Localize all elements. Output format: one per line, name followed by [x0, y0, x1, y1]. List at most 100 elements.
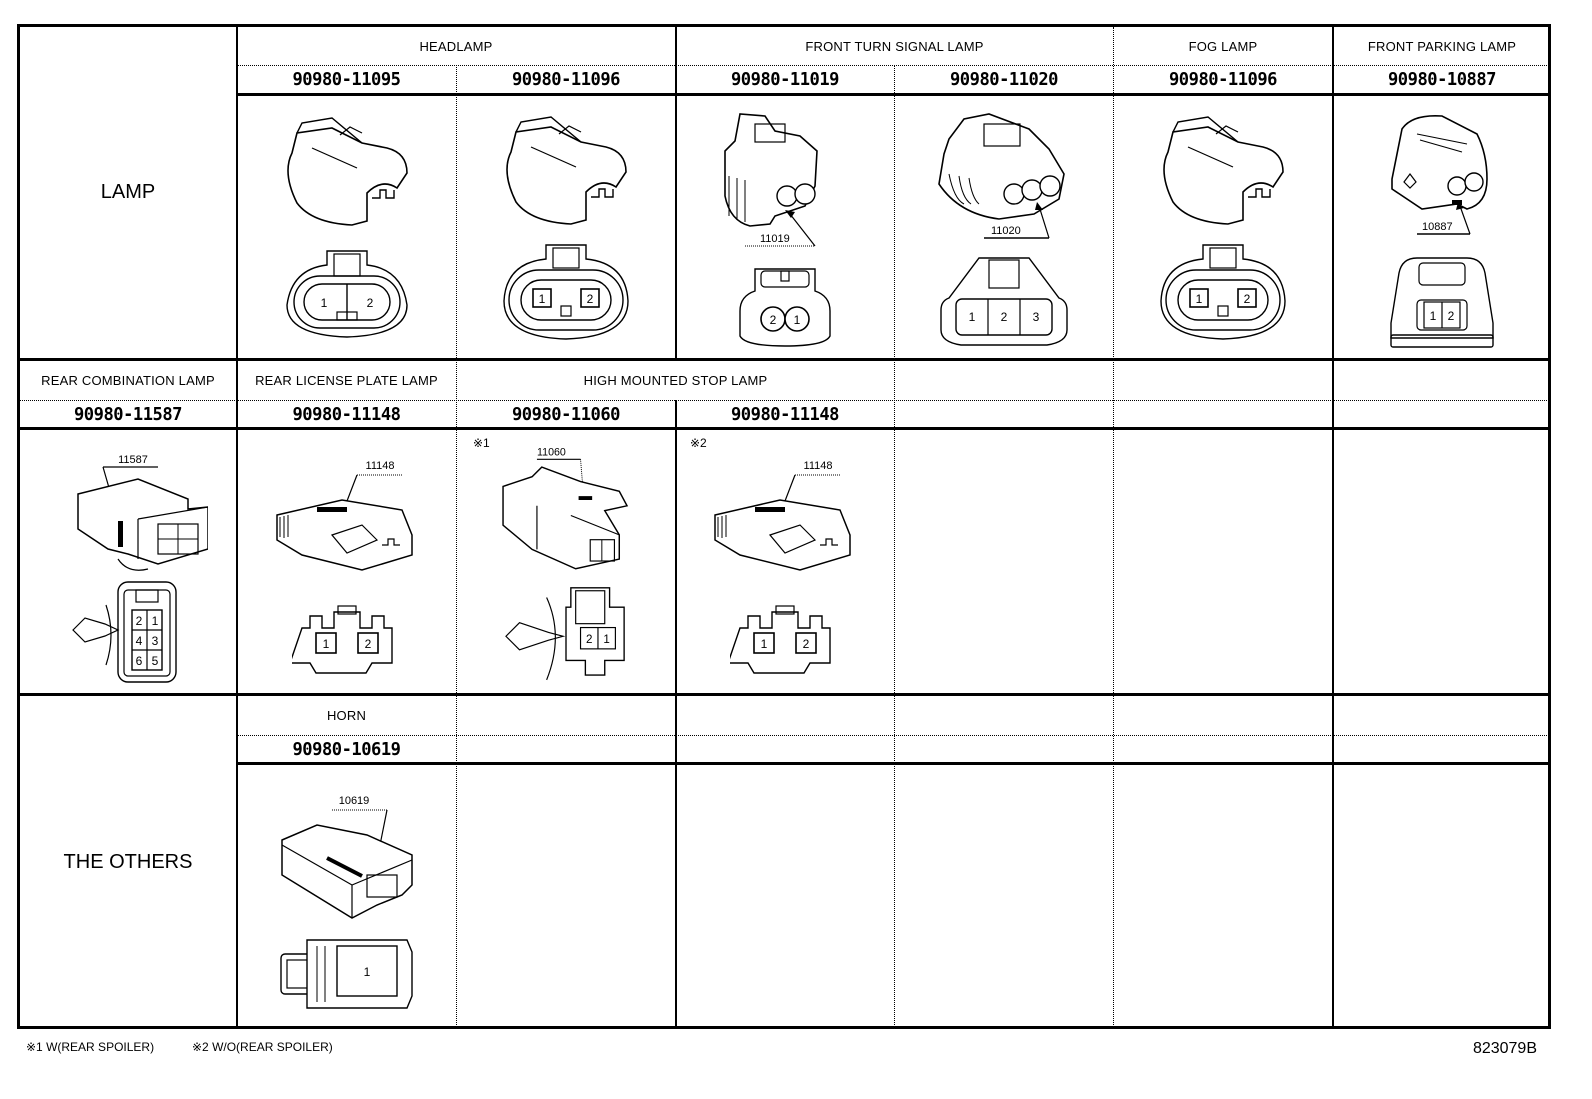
- diagram-code: 823079B: [1472, 1040, 1537, 1057]
- svg-text:6: 6: [136, 654, 143, 668]
- connector-drawing: 11148 1 2: [237, 430, 456, 693]
- connector-3d-icon: 11148: [714, 460, 851, 571]
- svg-text:11020: 11020: [991, 225, 1021, 237]
- divider: [20, 358, 1551, 361]
- svg-text:2: 2: [366, 296, 373, 310]
- connector-face-icon: 1 2: [285, 250, 408, 338]
- group-title-fog-lamp: FOG LAMP: [1188, 38, 1258, 54]
- group-title-horn: HORN: [326, 708, 367, 723]
- svg-text:3: 3: [1033, 310, 1040, 324]
- connector-3d-icon: 11019: [724, 112, 818, 246]
- connector-face-icon: 2 1: [739, 267, 831, 347]
- connector-3d-icon: 11148: [275, 460, 413, 571]
- svg-text:2: 2: [803, 637, 810, 651]
- connector-3d-icon: [506, 116, 627, 225]
- svg-text:1: 1: [1430, 309, 1437, 323]
- divider: [20, 427, 1551, 430]
- note-marker: ※2: [690, 436, 707, 450]
- connector-face-icon: 1 2: [291, 605, 393, 674]
- svg-text:10619: 10619: [338, 795, 369, 807]
- part-number: 90980-11060: [511, 403, 621, 425]
- category-the-others: THE OTHERS: [63, 851, 193, 873]
- connector-3d-icon: 11060: [502, 446, 629, 570]
- connector-drawing: 10887 1 2: [1333, 96, 1551, 358]
- svg-text:11587: 11587: [118, 454, 148, 466]
- divider: [1332, 27, 1334, 1029]
- svg-text:2: 2: [1448, 309, 1455, 323]
- svg-text:10887: 10887: [1422, 221, 1453, 233]
- connector-drawing: 10619 1: [237, 765, 456, 1029]
- svg-text:1: 1: [320, 296, 327, 310]
- divider: [236, 27, 238, 1029]
- connector-face-icon: 1 2: [1160, 244, 1286, 340]
- connector-3d-icon: 11020: [938, 113, 1065, 239]
- connector-face-icon: 1: [279, 939, 413, 1009]
- svg-text:2: 2: [1244, 292, 1251, 306]
- svg-text:1: 1: [1196, 292, 1203, 306]
- part-number: 90980-11019: [730, 69, 840, 90]
- footnote-2: ※2 W/O(REAR SPOILER): [192, 1040, 333, 1054]
- connector-face-icon: 1 2 3: [940, 257, 1068, 346]
- part-number: 90980-10887: [1387, 69, 1497, 90]
- connector-3d-icon: 11587: [77, 454, 208, 571]
- svg-text:1: 1: [322, 637, 329, 651]
- part-number: 90980-10619: [292, 738, 401, 760]
- svg-text:11148: 11148: [804, 460, 833, 472]
- connector-3d-icon: 10887: [1391, 115, 1488, 235]
- connector-3d-icon: [286, 117, 408, 226]
- part-number: 90980-11096: [1168, 69, 1278, 90]
- svg-text:1: 1: [969, 310, 976, 324]
- connector-chart: LAMP HEADLAMP FRONT TURN SIGNAL LAMP FOG…: [17, 24, 1551, 1029]
- part-number: 90980-11095: [292, 69, 401, 90]
- divider: [675, 400, 677, 1029]
- connector-face-icon: 2 1: [505, 587, 625, 681]
- connector-drawing: 1 2: [457, 96, 675, 358]
- svg-text:11060: 11060: [537, 446, 566, 458]
- svg-text:2: 2: [770, 313, 777, 327]
- svg-text:2: 2: [1001, 310, 1008, 324]
- connector-drawing: 11587 2 1 4 3 6 5: [20, 430, 236, 693]
- svg-text:1: 1: [152, 614, 159, 628]
- note-marker: ※1: [473, 436, 490, 450]
- connector-face-icon: 2 1 4 3 6 5: [72, 580, 177, 683]
- divider: [1113, 27, 1114, 1029]
- group-title-rear-combination: REAR COMBINATION LAMP: [41, 373, 215, 388]
- svg-text:2: 2: [364, 637, 371, 651]
- part-number: 90980-11148: [730, 403, 840, 425]
- svg-text:4: 4: [136, 634, 143, 648]
- svg-text:2: 2: [136, 614, 143, 628]
- connector-drawing: 11020 1 2 3: [895, 96, 1113, 358]
- part-number: 90980-11148: [292, 403, 401, 425]
- group-title-high-mounted-stop: HIGH MOUNTED STOP LAMP: [583, 373, 768, 388]
- group-title-front-parking: FRONT PARKING LAMP: [1367, 38, 1517, 54]
- divider: [456, 358, 457, 1029]
- svg-text:3: 3: [152, 634, 159, 648]
- footnote-1: ※1 W(REAR SPOILER): [26, 1040, 155, 1054]
- part-number: 90980-11096: [511, 69, 621, 90]
- svg-text:1: 1: [603, 633, 609, 646]
- svg-text:2: 2: [587, 292, 594, 306]
- connector-drawing: 11019 2 1: [676, 96, 894, 358]
- part-number: 90980-11587: [73, 403, 183, 425]
- divider: [894, 65, 895, 1029]
- svg-text:5: 5: [152, 654, 159, 668]
- connector-drawing: 11148 1 2: [676, 430, 894, 693]
- category-lamp: LAMP: [100, 181, 156, 203]
- part-number: 90980-11020: [949, 69, 1059, 90]
- svg-text:1: 1: [761, 637, 768, 651]
- divider: [20, 400, 1551, 401]
- connector-face-icon: 1 2: [503, 244, 629, 340]
- connector-drawing: 1 2: [1114, 96, 1332, 358]
- svg-text:1: 1: [794, 313, 801, 327]
- svg-text:2: 2: [586, 633, 592, 646]
- group-title-headlamp: HEADLAMP: [419, 38, 493, 54]
- svg-text:11148: 11148: [365, 460, 394, 472]
- divider: [675, 27, 677, 358]
- connector-3d-icon: 10619: [280, 795, 413, 919]
- divider: [20, 693, 1551, 696]
- connector-drawing: 1 2: [237, 96, 456, 358]
- svg-text:1: 1: [539, 292, 546, 306]
- connector-drawing: 11060 2 1: [457, 430, 675, 693]
- connector-face-icon: 1 2: [730, 605, 831, 674]
- connector-face-icon: 1 2: [1390, 257, 1494, 348]
